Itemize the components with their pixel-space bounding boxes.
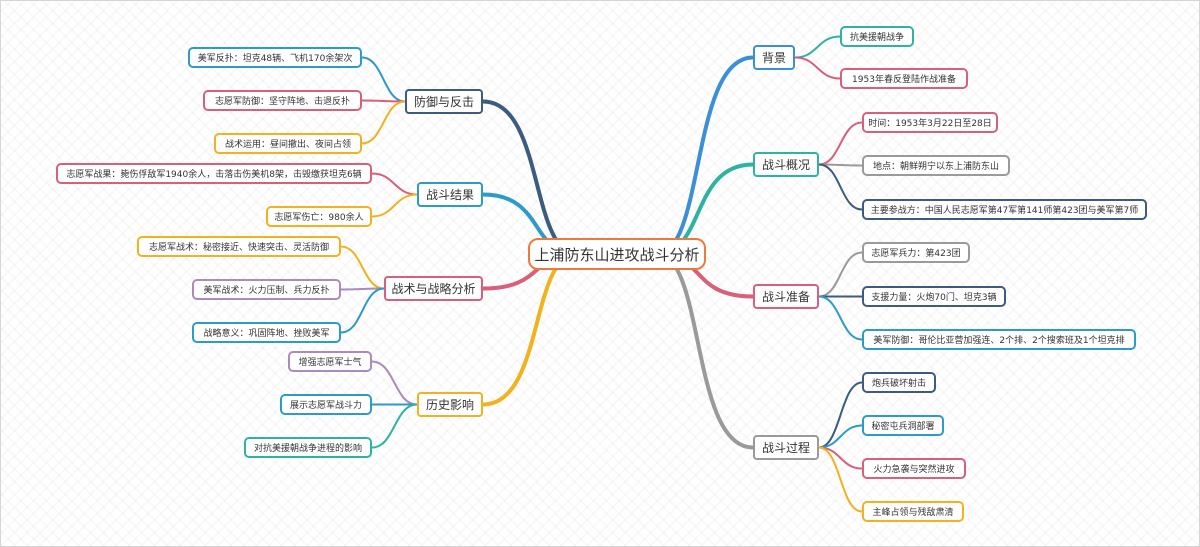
leaf-connector-result-1 [371, 193, 418, 218]
branch-connector-defense [481, 99, 579, 256]
leaf-connector-prep-0 [818, 251, 863, 298]
branch-historical-impact[interactable]: 历史影响 [417, 392, 483, 417]
leaf-connector-bg-0 [794, 35, 841, 59]
leaf-volunteer-casualties[interactable]: 志愿军伤亡：980余人 [266, 206, 372, 227]
branch-connector-bg [655, 55, 755, 256]
leaf-connector-result-0 [371, 172, 418, 196]
leaf-connector-impact-0 [371, 360, 418, 406]
leaf-us-tactics[interactable]: 美军战术：火力压制、兵力反扑 [192, 279, 341, 300]
leaf-korean-war[interactable]: 抗美援朝战争 [840, 26, 914, 47]
leaf-connector-defense-1 [361, 99, 406, 103]
leaf-us-counterattack[interactable]: 美军反扑：坦克48辆、飞机170余架次 [188, 47, 362, 68]
leaf-support-forces[interactable]: 支援力量：火炮70门、坦克3辆 [862, 286, 1006, 307]
leaf-show-combat-power[interactable]: 展示志愿军战斗力 [280, 394, 372, 415]
branch-background[interactable]: 背景 [753, 45, 795, 70]
leaf-war-influence[interactable]: 对抗美援朝战争进程的影响 [244, 437, 372, 458]
leaf-anti-landing-prep[interactable]: 1953年春反登陆作战准备 [840, 68, 968, 89]
leaf-connector-impact-2 [371, 403, 418, 449]
branch-battle-preparation[interactable]: 战斗准备 [753, 284, 819, 309]
leaf-connector-bg-1 [794, 56, 841, 80]
branch-defense-counterattack[interactable]: 防御与反击 [405, 89, 483, 114]
leaf-participants[interactable]: 主要参战方：中国人民志愿军第47军第141师第423团与美军第7师 [862, 199, 1147, 220]
leaf-connector-process-1 [818, 424, 863, 449]
leaf-battle-location[interactable]: 地点：朝鲜朔宁以东上浦防东山 [862, 155, 1010, 176]
leaf-secret-deployment[interactable]: 秘密屯兵洞部署 [862, 415, 944, 436]
leaf-tactic-usage[interactable]: 战术运用：昼间撤出、夜间占领 [214, 133, 362, 154]
leaf-connector-process-3 [818, 446, 863, 513]
leaf-connector-tactics-0 [340, 245, 385, 290]
leaf-volunteer-tactics[interactable]: 志愿军战术：秘密接近、快速突击、灵活防御 [137, 236, 341, 257]
leaf-connector-process-0 [818, 381, 863, 449]
leaf-boost-morale[interactable]: 增强志愿军士气 [288, 351, 372, 372]
leaf-connector-defense-0 [361, 56, 406, 103]
leaf-connector-overview-0 [818, 121, 863, 166]
root-topic[interactable]: 上浦防东山进攻战斗分析 [528, 238, 706, 270]
leaf-artillery-fire[interactable]: 炮兵破坏射击 [862, 372, 936, 393]
leaf-volunteer-strength[interactable]: 志愿军兵力：第423团 [862, 242, 970, 263]
leaf-us-defense[interactable]: 美军防御：哥伦比亚营加强连、2个排、2个搜索班及1个坦克排 [862, 329, 1136, 350]
leaf-connector-tactics-2 [340, 287, 385, 334]
leaf-volunteer-results[interactable]: 志愿军战果：毙伤俘敌军1940余人，击落击伤美机8架，击毁缴获坦克6辆 [56, 163, 372, 184]
branch-tactics-strategy[interactable]: 战术与战略分析 [384, 276, 483, 301]
leaf-surprise-attack[interactable]: 火力急袭与突然进攻 [862, 458, 966, 479]
leaf-connector-prep-2 [818, 295, 863, 341]
leaf-connector-defense-2 [361, 100, 406, 145]
leaf-peak-capture[interactable]: 主峰占领与残敌肃清 [862, 501, 964, 522]
leaf-volunteer-defense[interactable]: 志愿军防御：坚守阵地、击退反扑 [203, 90, 362, 111]
branch-battle-overview[interactable]: 战斗概况 [753, 152, 819, 177]
leaf-strategic-significance[interactable]: 战略意义：巩固阵地、挫败美军 [192, 322, 341, 343]
branch-battle-process[interactable]: 战斗过程 [753, 435, 819, 460]
leaf-battle-time[interactable]: 时间：1953年3月22日至28日 [862, 112, 998, 133]
branch-battle-result[interactable]: 战斗结果 [417, 182, 483, 207]
leaf-connector-overview-2 [818, 163, 863, 211]
